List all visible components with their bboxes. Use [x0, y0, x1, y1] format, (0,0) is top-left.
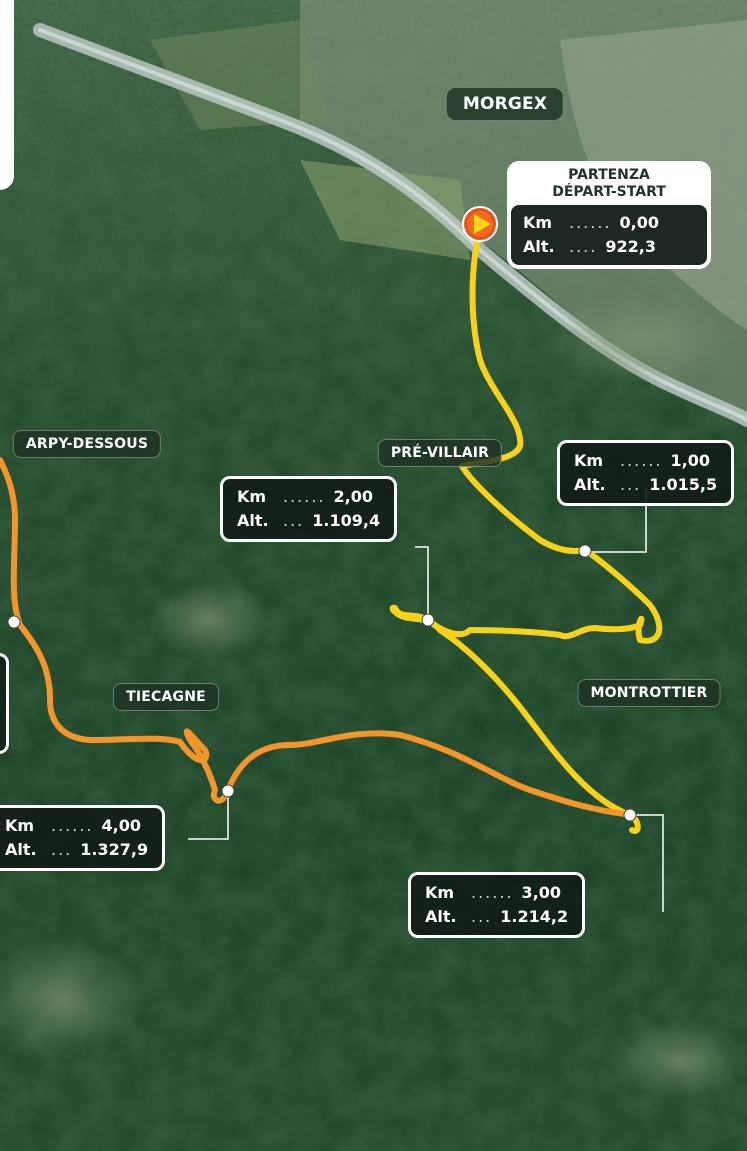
place-label-arpy-dessous: ARPY-DESSOUS [12, 430, 162, 458]
km-marker-4 [221, 784, 235, 798]
km-value: 3,00 [521, 883, 561, 902]
alt-value: 922,3 [605, 237, 656, 256]
place-label-morgex: MORGEX [445, 87, 565, 121]
km-label: Km [425, 883, 455, 902]
km-dots: ...... [283, 487, 326, 506]
km-value: 4,00 [101, 816, 141, 835]
km-label: Km [523, 213, 553, 232]
km-value: 1,00 [670, 451, 710, 470]
clearing [610, 1020, 747, 1100]
alt-label: Alt. [5, 840, 37, 859]
alt-label: Alt. [425, 907, 457, 926]
alt-label: Alt. [237, 511, 269, 530]
alt-dots: ... [471, 907, 493, 926]
alt-value: 1.015,5 [649, 475, 718, 494]
km-dots: ...... [51, 816, 94, 835]
km-label: Km [574, 451, 604, 470]
place-label-montrottier: MONTROTTIER [577, 679, 721, 707]
km-value: 2,00 [333, 487, 373, 506]
km-label: Km [5, 816, 35, 835]
start-title-line2: DÉPART-START [552, 184, 666, 200]
checkpoint-box-km4: Km...... 4,00 Alt.... 1.327,9 [0, 805, 166, 871]
km-marker-1 [578, 544, 592, 558]
checkpoint-box-km3: Km...... 3,00 Alt.... 1.214,2 [408, 872, 586, 938]
km-marker-edge [7, 615, 21, 629]
alt-dots: ... [620, 475, 642, 494]
checkpoint-box-km2: Km...... 2,00 Alt.... 1.109,4 [220, 476, 398, 542]
km-marker-3 [623, 808, 637, 822]
route-orange [0, 457, 635, 818]
play-triangle-icon [462, 206, 498, 242]
alt-dots: ... [51, 840, 73, 859]
start-title-line1: PARTENZA [568, 167, 650, 183]
clearing [0, 940, 140, 1060]
legend-panel-edge [0, 0, 14, 190]
km-value: 0,00 [619, 213, 659, 232]
clearing [550, 295, 730, 385]
km-box-edge [0, 653, 9, 754]
alt-value: 1.327,9 [80, 840, 149, 859]
leader-line-km1 [585, 488, 647, 553]
alt-dots: ... [283, 511, 305, 530]
alt-dots: .... [569, 237, 598, 256]
start-info-box: PARTENZA DÉPART-START Km...... 0,00 Alt..… [507, 161, 711, 269]
checkpoint-box-km1: Km...... 1,00 Alt.... 1.015,5 [557, 440, 735, 506]
leader-line-km2 [415, 546, 429, 620]
alt-value: 1.214,2 [500, 907, 569, 926]
alt-label: Alt. [523, 237, 555, 256]
clearing [150, 580, 270, 660]
km-marker-2 [421, 613, 435, 627]
km-dots: ...... [471, 883, 514, 902]
field-area-2 [150, 20, 330, 130]
km-dots: ...... [620, 451, 663, 470]
field-area [300, 160, 470, 260]
leader-line-km3 [630, 814, 664, 912]
alt-value: 1.109,4 [312, 511, 381, 530]
place-label-pre-villair: PRÉ-VILLAIR [377, 439, 503, 467]
leader-line-km4 [188, 791, 229, 840]
km-label: Km [237, 487, 267, 506]
place-label-tiecagne: TIECAGNE [113, 683, 219, 711]
km-dots: ...... [569, 213, 612, 232]
start-stats: Km...... 0,00 Alt..... 922,3 [511, 205, 707, 265]
alt-label: Alt. [574, 475, 606, 494]
